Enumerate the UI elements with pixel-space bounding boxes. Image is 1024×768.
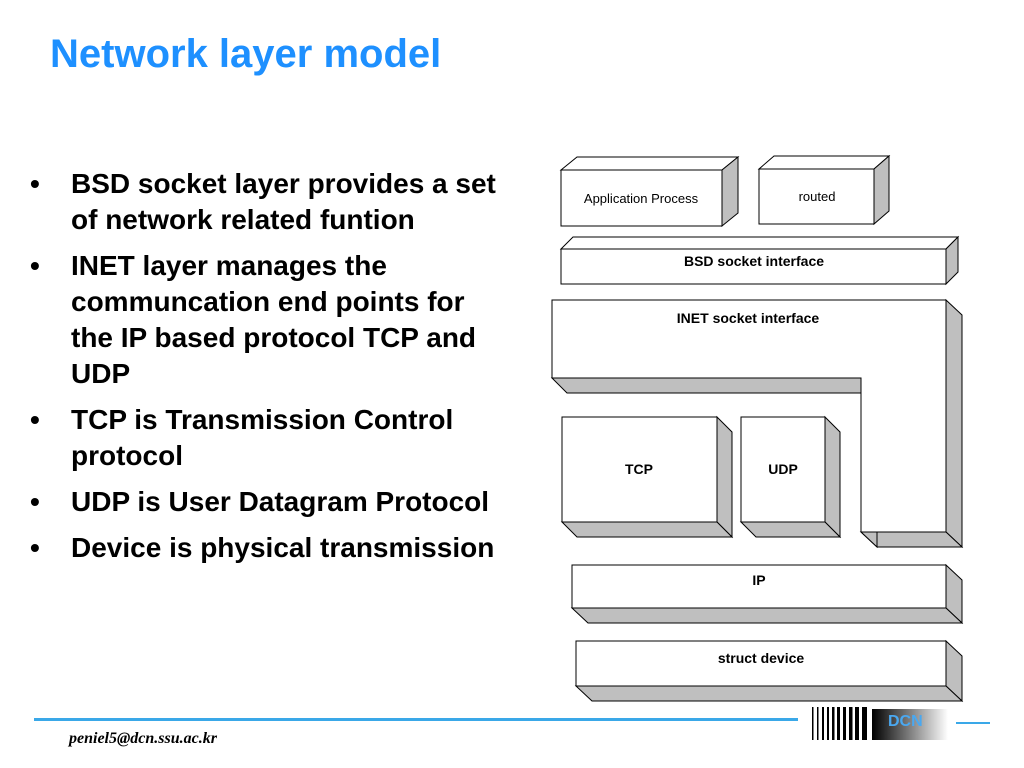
- ip-box: IP: [570, 563, 964, 625]
- application-process-box: Application Process: [559, 155, 740, 228]
- logo-tail-rule: [956, 722, 990, 724]
- udp-box: UDP: [739, 415, 842, 539]
- bullet-text: UDP is User Datagram Protocol: [71, 486, 490, 517]
- network-layer-diagram: Application Process routed BSD socket in…: [550, 154, 964, 703]
- bullet-glyph: •: [30, 250, 40, 281]
- logo-gradient-block: [872, 709, 948, 740]
- routed-box: routed: [757, 154, 891, 226]
- bullet-item: • TCP is Transmission Control protocol: [30, 402, 510, 474]
- bullet-item: • UDP is User Datagram Protocol: [30, 484, 510, 520]
- ip-label: IP: [752, 572, 765, 588]
- bsd-socket-interface-label: BSD socket interface: [684, 253, 824, 269]
- bullet-glyph: •: [30, 532, 40, 563]
- application-process-label: Application Process: [584, 191, 699, 206]
- footer-rule: [34, 718, 798, 721]
- bullet-item: • INET layer manages the communcation end…: [30, 248, 510, 392]
- struct-device-box: struct device: [574, 639, 964, 703]
- inet-socket-interface-label: INET socket interface: [677, 310, 820, 326]
- bullet-text: Device is physical transmission: [71, 532, 495, 563]
- struct-device-label: struct device: [718, 650, 805, 666]
- inet-socket-interface-box: INET socket interface: [550, 298, 964, 549]
- bullet-text: TCP is Transmission Control protocol: [71, 404, 454, 471]
- bullet-glyph: •: [30, 168, 40, 199]
- bullet-glyph: •: [30, 486, 40, 517]
- bullet-item: • Device is physical transmission: [30, 530, 510, 566]
- tcp-box: TCP: [560, 415, 734, 539]
- udp-label: UDP: [768, 461, 798, 477]
- bsd-socket-interface-box: BSD socket interface: [559, 235, 960, 286]
- slide-title: Network layer model: [50, 32, 442, 76]
- logo-barcode-icon: [812, 707, 867, 740]
- tcp-label: TCP: [625, 461, 653, 477]
- routed-label: routed: [799, 189, 836, 204]
- bullet-text: BSD socket layer provides a set of netwo…: [71, 168, 496, 235]
- bullet-text: INET layer manages the communcation end …: [71, 250, 477, 389]
- bullet-glyph: •: [30, 404, 40, 435]
- bullet-item: • BSD socket layer provides a set of netw…: [30, 166, 510, 238]
- bullet-list: • BSD socket layer provides a set of netw…: [30, 166, 510, 576]
- footer-email: peniel5@dcn.ssu.ac.kr: [69, 730, 217, 747]
- logo-text: DCN: [888, 713, 923, 730]
